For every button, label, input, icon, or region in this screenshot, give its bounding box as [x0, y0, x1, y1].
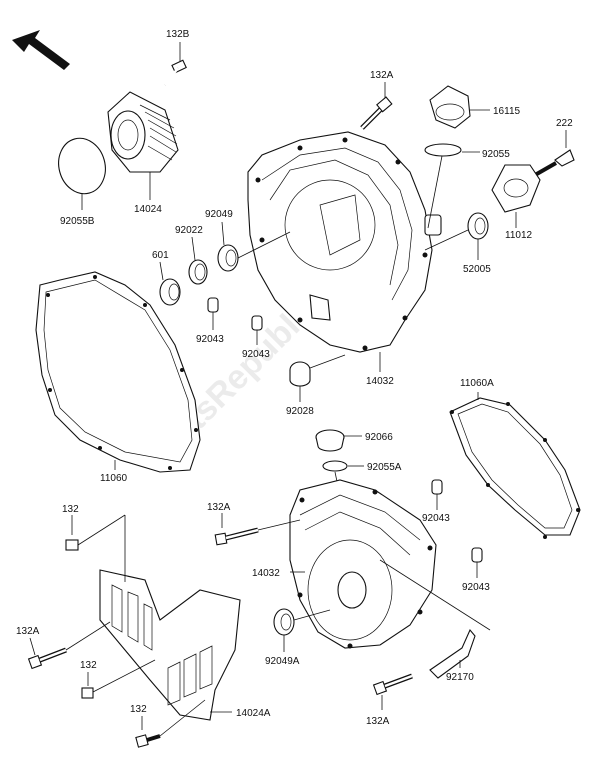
label-11012: 11012: [505, 230, 533, 241]
dowel-pin-92043-c: [431, 479, 443, 510]
label-11060a: 11060A: [460, 378, 494, 389]
plug-92066: [315, 429, 362, 452]
dowel-pin-92043-a: [207, 297, 219, 330]
bolt-132a-bottom: [372, 673, 413, 710]
bolt-132a-left: [27, 621, 111, 670]
dowel-pin-92043-b: [251, 315, 263, 345]
cover-guard-14024a: [99, 569, 241, 721]
label-11060: 11060: [100, 473, 128, 484]
bolt-132b: [164, 42, 187, 86]
label-14024: 14024: [134, 204, 162, 215]
label-92043-c: 92043: [422, 513, 450, 524]
seal-92049a: [273, 608, 331, 652]
label-132a-mid: 132A: [207, 502, 231, 513]
plate-11012: [491, 164, 541, 228]
label-92170: 92170: [446, 672, 474, 683]
label-92066: 92066: [365, 432, 393, 443]
gasket-11060a: [449, 392, 581, 539]
label-132a-bottom: 132A: [366, 716, 390, 727]
o-ring-92055: [424, 143, 480, 229]
label-14032-bottom: 14032: [252, 568, 280, 579]
label-601: 601: [152, 250, 169, 261]
label-92043-a: 92043: [196, 334, 224, 345]
label-92049a: 92049A: [265, 656, 300, 667]
label-132a-top: 132A: [370, 70, 394, 81]
seal-52005: [424, 212, 489, 260]
clutch-cover-14032: [247, 131, 442, 372]
label-16115: 16115: [493, 106, 521, 117]
bolt-132-c: [135, 699, 206, 748]
bolt-132a-top: [360, 82, 393, 130]
generator-cover-14032: [289, 479, 491, 649]
label-132-b: 132: [80, 660, 97, 671]
label-92043-b: 92043: [242, 349, 270, 360]
screw-222: [534, 130, 575, 177]
bolt-132a-mid: [214, 513, 301, 546]
bearing-601: [159, 261, 181, 306]
label-222: 222: [556, 118, 573, 129]
cover-14024: [107, 91, 179, 200]
gasket-11060: [35, 271, 201, 473]
washer-92022: [188, 236, 208, 285]
label-92022: 92022: [175, 225, 203, 236]
label-132-c: 132: [130, 704, 147, 715]
label-92055b: 92055B: [60, 216, 95, 227]
label-92043-d: 92043: [462, 582, 490, 593]
bracket-92170: [429, 628, 476, 679]
label-92049: 92049: [205, 209, 233, 220]
label-92055a: 92055A: [367, 462, 402, 473]
label-92055: 92055: [482, 149, 510, 160]
dowel-pin-92043-d: [471, 547, 483, 578]
label-132-a: 132: [62, 504, 79, 515]
bolt-132-b: [81, 659, 156, 699]
label-14032-top: 14032: [366, 376, 394, 387]
o-ring-92055b: [58, 137, 106, 210]
label-132b: 132B: [166, 29, 190, 40]
front-direction-arrow-icon: [12, 30, 70, 70]
label-92028: 92028: [286, 406, 314, 417]
label-132a-left: 132A: [16, 626, 40, 637]
label-52005: 52005: [463, 264, 491, 275]
label-14024a: 14024A: [236, 708, 271, 719]
seal-92049: [217, 221, 291, 272]
bolt-132-a: [65, 514, 126, 582]
filler-cap-16115: [429, 85, 490, 129]
cap-92028: [289, 354, 346, 402]
